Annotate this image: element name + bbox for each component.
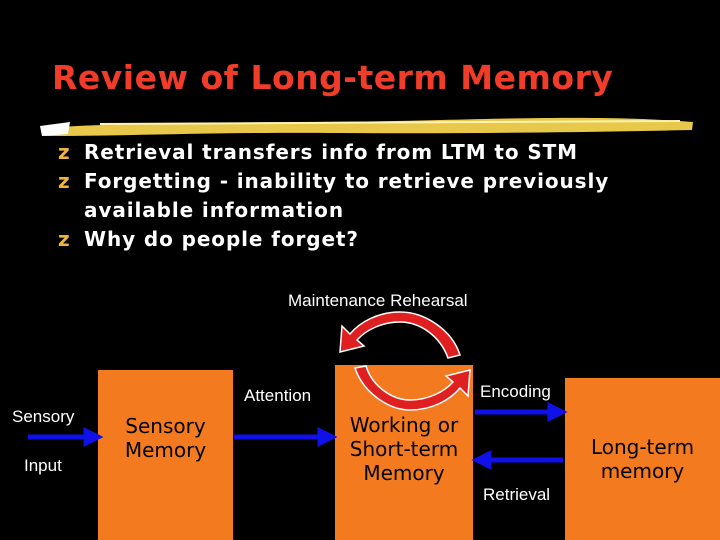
maintenance-rehearsal-label: Maintenance Rehearsal [288,291,468,310]
working-memory-box: Working or Short-term Memory [335,365,473,540]
sensory-memory-box: Sensory Memory [98,370,233,540]
sensory-input-label-line2: Input [24,456,62,475]
bullet-marker: z [58,169,71,193]
bullet-item: z Why do people forget? [58,225,708,254]
sensory-input-label-line1: Sensory [12,407,75,426]
attention-label: Attention [244,386,312,405]
working-memory-label: Working or Short-term Memory [349,413,459,485]
bullet-item: z Retrieval transfers info from LTM to S… [58,138,708,167]
bullet-list: z Retrieval transfers info from LTM to S… [58,138,708,254]
bullet-marker: z [58,140,71,164]
bullet-marker: z [58,227,71,251]
long-term-memory-box: Long-term memory [565,378,720,540]
long-term-memory-label: Long-term memory [590,435,695,483]
bullet-text: Retrieval transfers info from LTM to STM [84,140,578,164]
bullet-text: Forgetting - inability to retrieve previ… [84,169,610,222]
bullet-text: Why do people forget? [84,227,359,251]
retrieval-label: Retrieval [483,485,551,504]
title-underline-brushstroke [40,117,693,136]
bullet-item: z Forgetting - inability to retrieve pre… [58,167,708,225]
slide-title: Review of Long-term Memory [52,58,614,97]
sensory-memory-label: Sensory Memory [124,414,207,462]
encoding-label: Encoding [480,382,551,401]
